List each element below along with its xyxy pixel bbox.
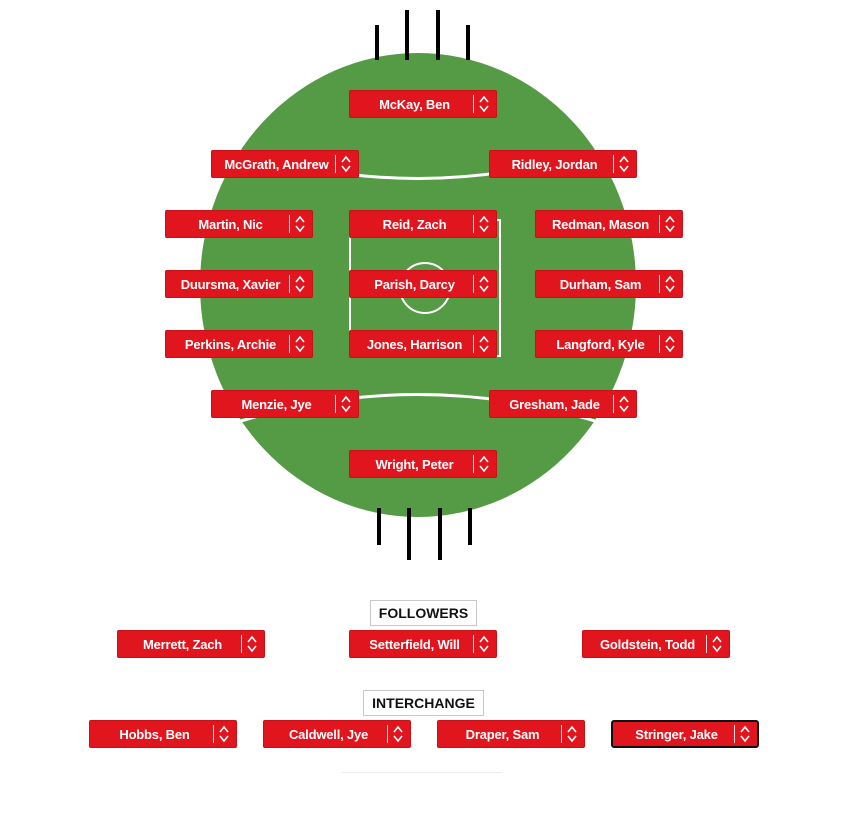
position-select-centre-half-forward[interactable]: Jones, Harrison — [349, 330, 497, 358]
position-select-back-pocket-left[interactable]: Martin, Nic — [165, 210, 313, 238]
chevron-up-down-icon — [738, 723, 752, 745]
followers-heading: FOLLOWERS — [370, 600, 477, 626]
chevron-up-down-icon — [617, 393, 631, 415]
player-name: Menzie, Jye — [241, 396, 312, 412]
player-name: McGrath, Andrew — [224, 156, 329, 172]
follower-select-2[interactable]: Setterfield, Will — [349, 630, 497, 658]
chevron-up-down-icon — [339, 153, 353, 175]
player-name: Martin, Nic — [198, 216, 263, 232]
chevron-up-down-icon — [477, 453, 491, 475]
chevron-up-down-icon — [617, 153, 631, 175]
position-select-half-forward-flank-left[interactable]: Perkins, Archie — [165, 330, 313, 358]
chevron-up-down-icon — [477, 633, 491, 655]
interchange-select-3[interactable]: Draper, Sam — [437, 720, 585, 748]
interchange-select-1[interactable]: Hobbs, Ben — [89, 720, 237, 748]
interchange-select-2[interactable]: Caldwell, Jye — [263, 720, 411, 748]
chevron-up-down-icon — [293, 273, 307, 295]
chevron-up-down-icon — [217, 723, 231, 745]
player-name: Parish, Darcy — [374, 276, 455, 292]
player-name: Perkins, Archie — [184, 336, 277, 352]
interchange-heading: INTERCHANGE — [363, 690, 484, 716]
position-select-forward-pocket-right[interactable]: Gresham, Jade — [489, 390, 637, 418]
chevron-up-down-icon — [565, 723, 579, 745]
chevron-up-down-icon — [339, 393, 353, 415]
chevron-up-down-icon — [663, 333, 677, 355]
player-name: Ridley, Jordan — [511, 156, 598, 172]
goal-posts-top — [375, 10, 470, 60]
position-select-half-back-flank-right[interactable]: Ridley, Jordan — [489, 150, 637, 178]
chevron-up-down-icon — [293, 333, 307, 355]
position-select-back-pocket-right[interactable]: Redman, Mason — [535, 210, 683, 238]
chevron-up-down-icon — [663, 213, 677, 235]
player-name: Caldwell, Jye — [288, 726, 369, 742]
chevron-up-down-icon — [663, 273, 677, 295]
chevron-up-down-icon — [245, 633, 259, 655]
player-name: Setterfield, Will — [369, 636, 460, 652]
player-name: Durham, Sam — [559, 276, 642, 292]
player-name: Goldstein, Todd — [600, 636, 695, 652]
player-name: Langford, Kyle — [556, 336, 645, 352]
player-name: Draper, Sam — [465, 726, 540, 742]
follower-select-1[interactable]: Merrett, Zach — [117, 630, 265, 658]
player-name: Gresham, Jade — [509, 396, 600, 412]
position-select-centre-half-back[interactable]: Reid, Zach — [349, 210, 497, 238]
position-select-half-forward-flank-right[interactable]: Langford, Kyle — [535, 330, 683, 358]
player-name: McKay, Ben — [379, 96, 450, 112]
player-name: Merrett, Zach — [142, 636, 223, 652]
player-name: Duursma, Xavier — [180, 276, 281, 292]
position-select-centre[interactable]: Parish, Darcy — [349, 270, 497, 298]
player-name: Stringer, Jake — [635, 726, 718, 742]
player-name: Redman, Mason — [551, 216, 650, 232]
chevron-up-down-icon — [477, 273, 491, 295]
player-name: Jones, Harrison — [366, 336, 463, 352]
position-select-full-forward[interactable]: Wright, Peter — [349, 450, 497, 478]
position-select-full-back[interactable]: McKay, Ben — [349, 90, 497, 118]
goal-posts-bottom — [377, 508, 472, 560]
chevron-up-down-icon — [293, 213, 307, 235]
divider — [342, 772, 502, 773]
player-name: Hobbs, Ben — [119, 726, 190, 742]
player-name: Wright, Peter — [375, 456, 454, 472]
chevron-up-down-icon — [710, 633, 724, 655]
chevron-up-down-icon — [391, 723, 405, 745]
position-select-forward-pocket-left[interactable]: Menzie, Jye — [211, 390, 359, 418]
position-select-wing-left[interactable]: Duursma, Xavier — [165, 270, 313, 298]
chevron-up-down-icon — [477, 93, 491, 115]
chevron-up-down-icon — [477, 333, 491, 355]
position-select-half-back-flank-left[interactable]: McGrath, Andrew — [211, 150, 359, 178]
player-name: Reid, Zach — [382, 216, 447, 232]
interchange-select-4[interactable]: Stringer, Jake — [611, 720, 759, 748]
position-select-wing-right[interactable]: Durham, Sam — [535, 270, 683, 298]
follower-select-3[interactable]: Goldstein, Todd — [582, 630, 730, 658]
chevron-up-down-icon — [477, 213, 491, 235]
